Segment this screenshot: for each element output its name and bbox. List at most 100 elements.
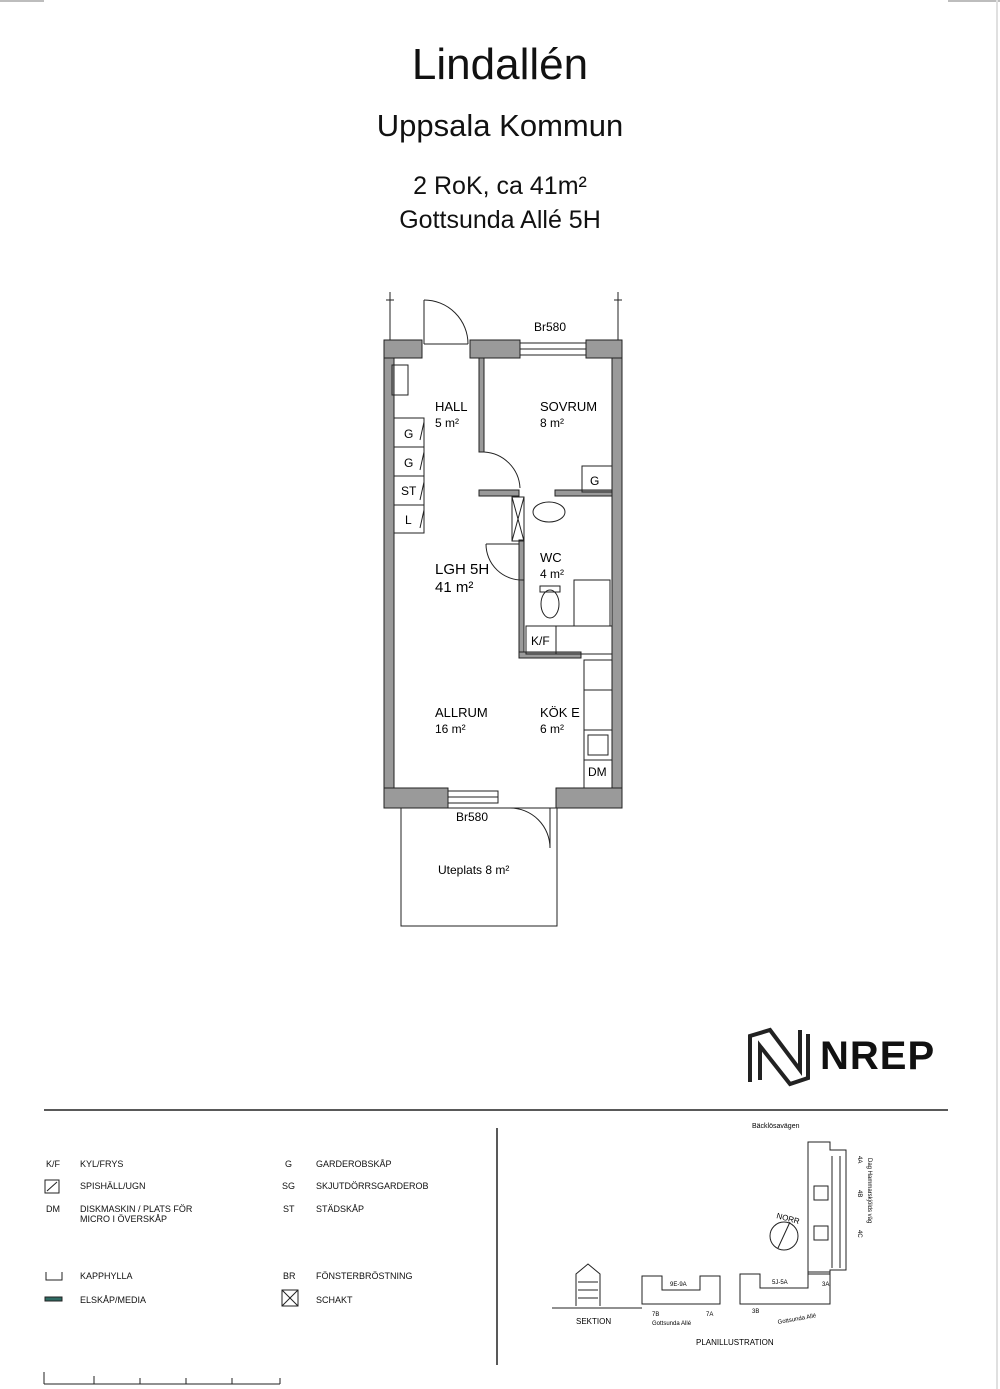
sovrum-closet: [581, 465, 613, 493]
entrance-door-swing: [423, 299, 469, 345]
wall-bottom-left: [383, 787, 449, 809]
legend-code-kf: K/F: [46, 1159, 61, 1169]
legend-text-dm-2: MICRO I ÖVERSKÅP: [80, 1214, 168, 1224]
building-label-4c: 4C: [856, 1230, 862, 1238]
section-building: [575, 1263, 601, 1306]
scale-bar: [43, 1372, 281, 1385]
washbasin: [532, 501, 566, 523]
shaft: [511, 496, 525, 542]
fridge-label: K/F: [531, 634, 550, 648]
legend-code-st: ST: [283, 1204, 295, 1214]
room-label-wc: WC: [540, 550, 562, 565]
kitchen-counter: [583, 659, 613, 789]
legend-code-sg: SG: [282, 1181, 296, 1191]
block-label-west: 9E-9A: [670, 1282, 687, 1288]
block-label-west-right: 7A: [706, 1312, 713, 1318]
wall-hall-sovrum: [478, 357, 485, 453]
toilet: [540, 589, 560, 619]
electrical-cabinet-icon: [44, 1296, 63, 1302]
municipality: Uppsala Kommun: [376, 108, 624, 143]
nrep-logo-icon: [748, 1027, 810, 1087]
building-block-west: [641, 1275, 721, 1305]
building-4b: [813, 1185, 829, 1201]
building-block-east: [739, 1271, 831, 1305]
wall-wc-left: [518, 539, 525, 659]
coat-rack-icon: [45, 1272, 63, 1281]
room-area-kok: 6 m²: [540, 722, 564, 736]
apartment-type: 2 RoK, ca 41m²: [413, 172, 587, 200]
brand-name: NREP: [820, 1034, 936, 1078]
wall-top-right: [585, 339, 623, 359]
shower-area: [573, 579, 611, 627]
apartment-label: LGH 5H: [435, 561, 489, 578]
dishwasher-label: DM: [588, 765, 607, 779]
legend-text-g: GARDEROBSKÅP: [316, 1159, 392, 1169]
room-area-wc: 4 m²: [540, 567, 564, 581]
road-label-right: Dag Hammarskjölds väg: [866, 1158, 872, 1223]
legend-code-br: BR: [283, 1271, 296, 1281]
building-block-north: [807, 1141, 847, 1275]
block-label-east: 5J-5A: [772, 1280, 788, 1286]
page-edge-right: [948, 0, 1000, 2]
closet-label-1: G: [404, 427, 413, 441]
room-label-hall: HALL: [435, 399, 468, 414]
legend-text-media: ELSKÅP/MEDIA: [80, 1295, 147, 1305]
window-label-bottom: Br580: [456, 810, 488, 824]
block-label-east-left: 3B: [752, 1309, 759, 1315]
legend-text-shaft: SCHAKT: [316, 1295, 353, 1305]
page-title: Lindallén: [411, 40, 589, 89]
wall-bottom-right: [555, 787, 623, 809]
wc-door-swing: [485, 543, 525, 581]
block-label-east-right: 3A: [822, 1282, 829, 1288]
sovrum-closet-label: G: [590, 474, 599, 488]
apartment-area: 41 m²: [435, 579, 473, 596]
legend-text-kf: KYL/FRYS: [80, 1159, 124, 1169]
room-label-sovrum: SOVRUM: [540, 399, 597, 414]
legend-text-dm: DISKMASKIN / PLATS FÖR: [80, 1204, 193, 1214]
section-label: SEKTION: [576, 1317, 611, 1326]
electrical-cabinet: [391, 364, 409, 396]
road-label-top: Bäcklösavägen: [752, 1123, 800, 1130]
wall-wc-bottom: [518, 651, 582, 659]
road-label-east: Gottsunda Allé: [777, 1313, 817, 1326]
wall-left: [383, 357, 395, 789]
patio: [400, 807, 558, 927]
north-label: NORR: [775, 1211, 800, 1226]
sovrum-door-swing: [483, 451, 521, 489]
legend-text-stove: SPISHÄLL/UGN: [80, 1181, 146, 1191]
legend-text-sg: SKJUTDÖRRSGARDEROB: [316, 1181, 429, 1191]
room-area-allrum: 16 m²: [435, 722, 466, 736]
wall-sovrum-wc: [554, 489, 613, 497]
closet-label-3: ST: [401, 484, 417, 498]
wall-top-left: [383, 339, 423, 359]
room-area-hall: 5 m²: [435, 416, 459, 430]
shaft-icon: [281, 1289, 299, 1307]
building-4c: [813, 1225, 829, 1241]
wall-right: [611, 357, 623, 789]
apartment-address: Gottsunda Allé 5H: [399, 206, 601, 234]
room-label-allrum: ALLRUM: [435, 705, 488, 720]
legend-text-st: STÄDSKÅP: [316, 1204, 365, 1214]
wall-hall-wc: [478, 489, 520, 497]
patio-door-swing: [509, 807, 551, 849]
legend-code-dm: DM: [46, 1204, 60, 1214]
legend-code-g: G: [285, 1159, 293, 1169]
plan-illustration-label: PLANILLUSTRATION: [696, 1338, 774, 1347]
north-arrow-icon: [769, 1221, 799, 1251]
building-label-4a: 4A: [856, 1156, 862, 1163]
closet-label-4: L: [405, 513, 412, 527]
building-label-4b: 4B: [856, 1190, 862, 1197]
wall-top-mid: [469, 339, 521, 359]
block-label-west-left: 7B: [652, 1312, 659, 1318]
legend-text-br: FÖNSTERBRÖSTNING: [316, 1271, 413, 1281]
patio-label: Uteplats 8 m²: [438, 863, 509, 877]
page-edge-left: [0, 0, 44, 2]
closet-label-2: G: [404, 456, 413, 470]
room-area-sovrum: 8 m²: [540, 416, 564, 430]
page-edge-vertical: [996, 0, 998, 1389]
road-label-west: Gottsunda Allé: [652, 1321, 692, 1327]
legend-text-coat-rack: KAPPHYLLA: [80, 1271, 133, 1281]
stove-icon: [44, 1179, 60, 1194]
room-label-kok: KÖK E: [540, 705, 580, 720]
